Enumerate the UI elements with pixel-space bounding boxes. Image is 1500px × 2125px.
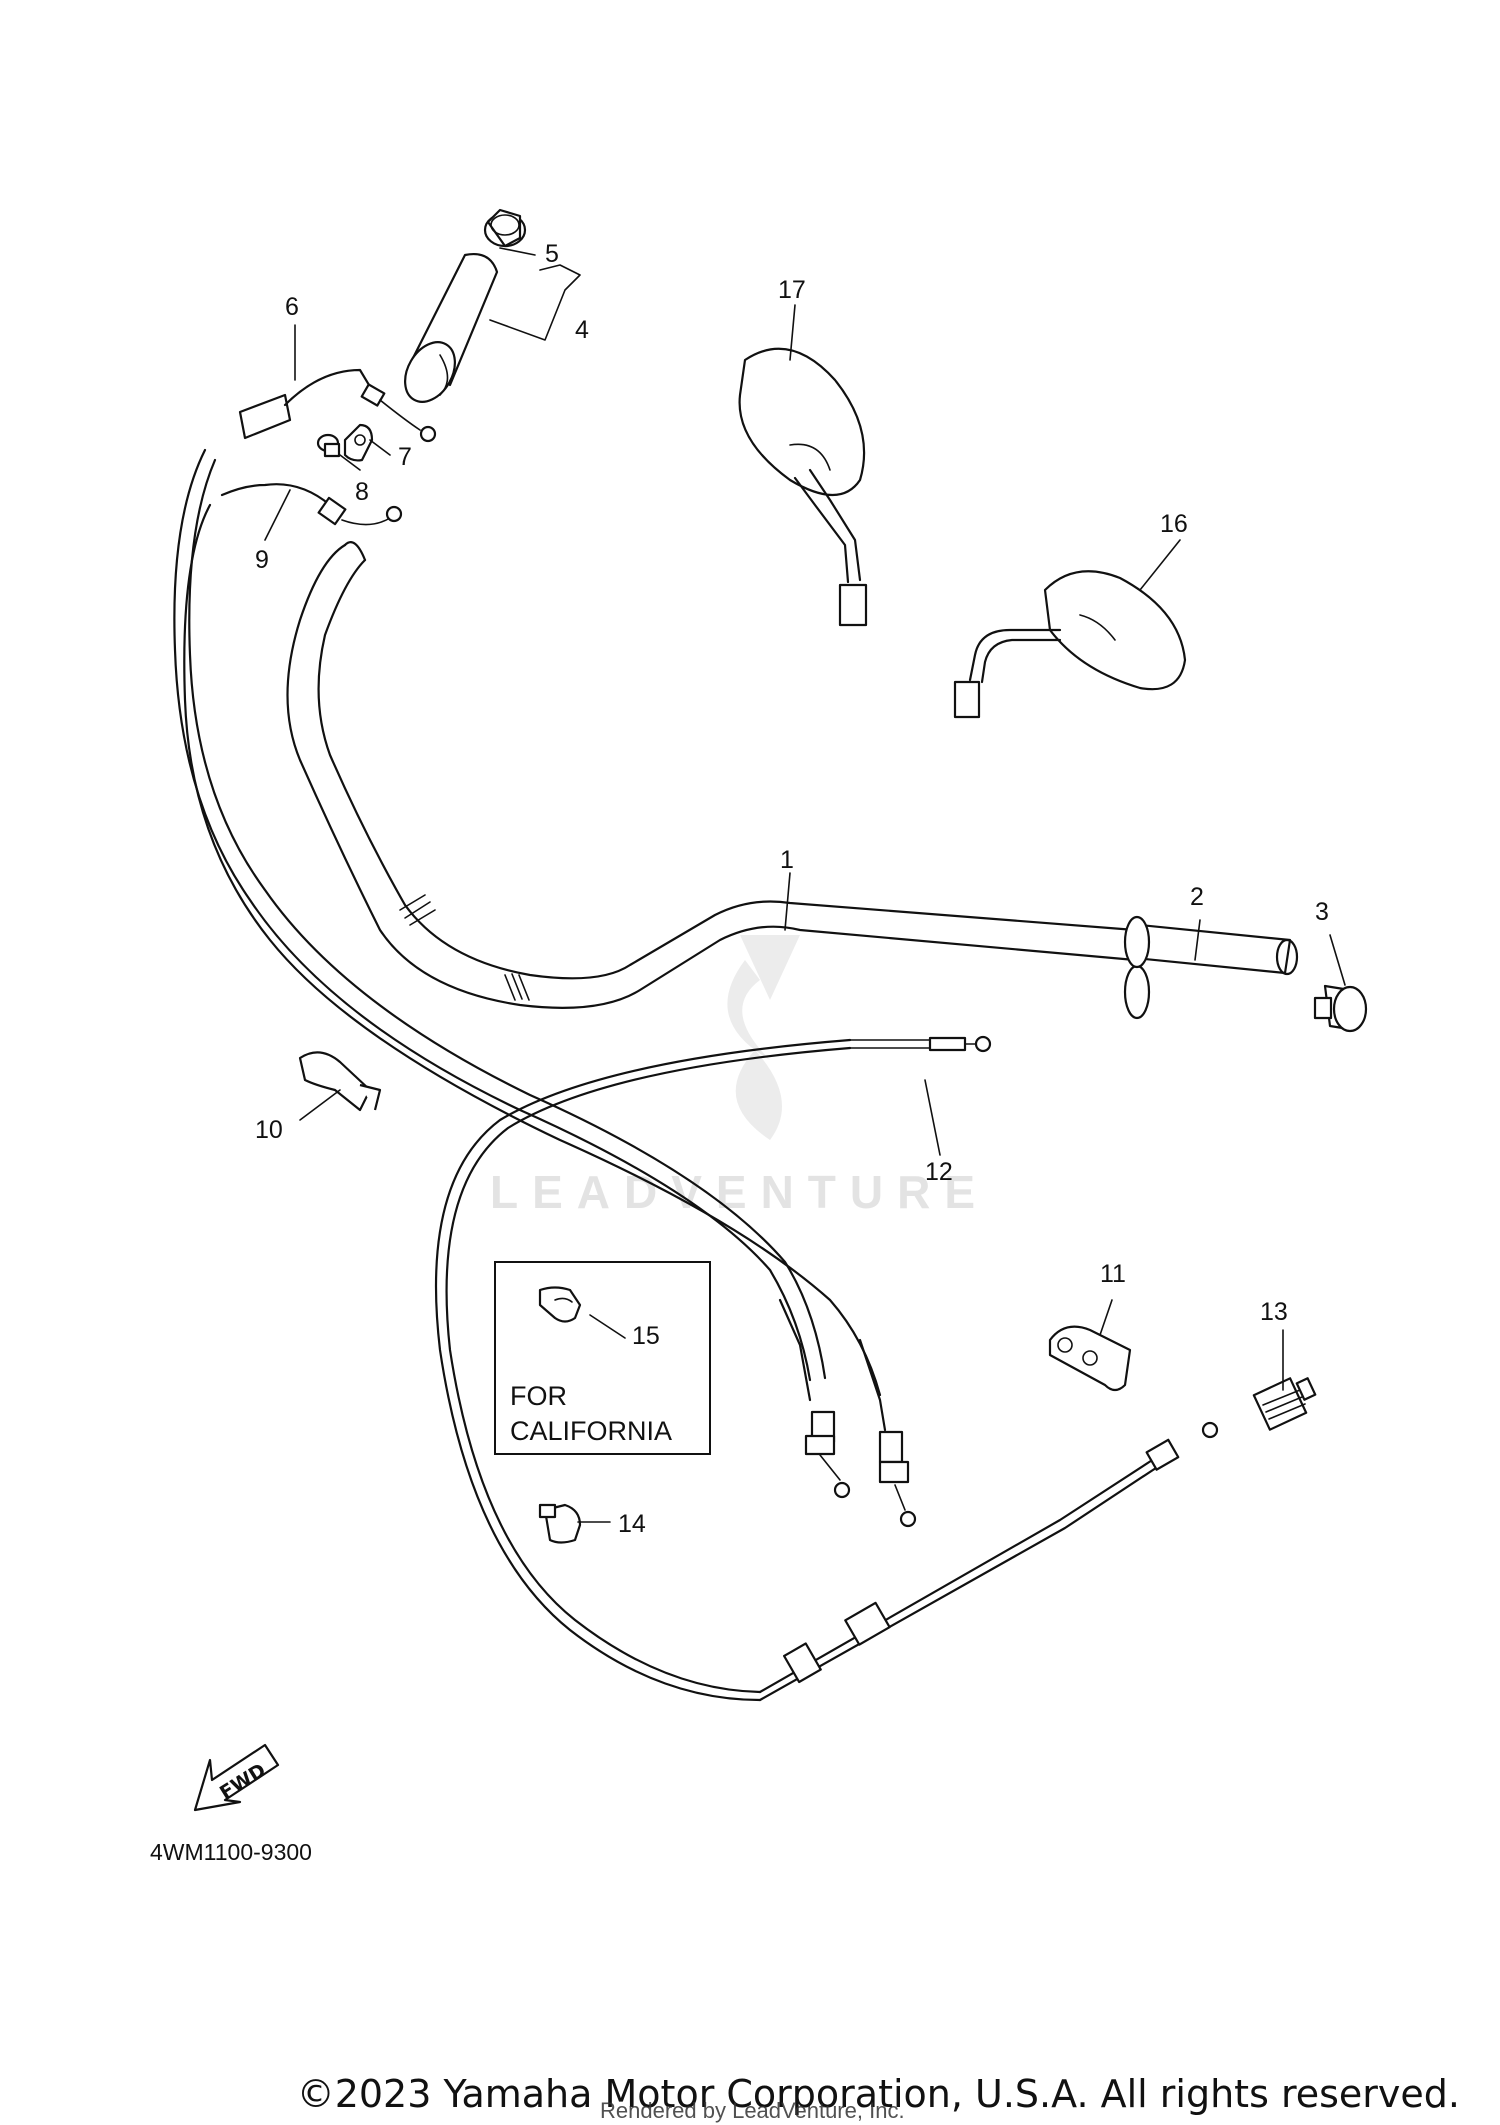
cable-holder-11 <box>1048 1325 1132 1392</box>
callout-4: 4 <box>575 316 589 344</box>
callout-17: 17 <box>778 276 806 304</box>
california-line2: CALIFORNIA <box>510 1416 672 1446</box>
callout-12: 12 <box>925 1158 953 1186</box>
cable-bracket <box>343 423 374 462</box>
diagram-code: 4WM1100-9300 <box>150 1839 312 1865</box>
cable-clamp-14 <box>538 1503 582 1544</box>
throttle-grip <box>404 253 499 403</box>
callout-15: 15 <box>632 1322 660 1350</box>
callout-6: 6 <box>285 293 299 321</box>
callout-10: 10 <box>255 1116 283 1144</box>
copyright-notice: ©2023 Yamaha Motor Corporation, U.S.A. A… <box>296 2072 1460 2116</box>
leadventure-watermark: LEADVENTURE <box>490 935 989 1218</box>
callout-14: 14 <box>618 1510 646 1538</box>
right-grip <box>1123 915 1299 1020</box>
grip-end <box>1313 984 1368 1033</box>
callout-8: 8 <box>355 478 369 506</box>
callout-2: 2 <box>1190 883 1204 911</box>
screw <box>316 433 341 458</box>
cable-adjuster <box>1252 1377 1317 1431</box>
mirror-left <box>738 347 868 627</box>
grip-collar <box>483 208 527 248</box>
callout-3: 3 <box>1315 898 1329 926</box>
clutch-cable <box>434 1035 1219 1702</box>
callout-7: 7 <box>398 443 412 471</box>
callout-9: 9 <box>255 546 269 574</box>
callout-leaders <box>264 247 1346 1523</box>
mirror-right <box>953 570 1187 719</box>
callout-16: 16 <box>1160 510 1188 538</box>
california-line1: FOR <box>510 1381 567 1411</box>
cable-clamp-15 <box>538 1286 582 1323</box>
throttle-cable-9 <box>183 483 882 1397</box>
fwd-arrow: FWD <box>193 1743 280 1812</box>
throttle-cable-6 <box>173 368 827 1382</box>
callout-11: 11 <box>1100 1260 1126 1288</box>
rendered-by-notice: Rendered by LeadVenture, Inc. <box>600 2098 905 2123</box>
callout-5: 5 <box>545 240 559 268</box>
cable-clamp-10 <box>298 1051 382 1112</box>
callout-13: 13 <box>1260 1298 1288 1326</box>
throttle-cable-ends <box>778 1298 917 1528</box>
california-box: FOR CALIFORNIA <box>494 1261 711 1455</box>
callout-1: 1 <box>780 846 794 874</box>
handlebar <box>286 541 1137 1009</box>
watermark-text: LEADVENTURE <box>490 1166 989 1218</box>
